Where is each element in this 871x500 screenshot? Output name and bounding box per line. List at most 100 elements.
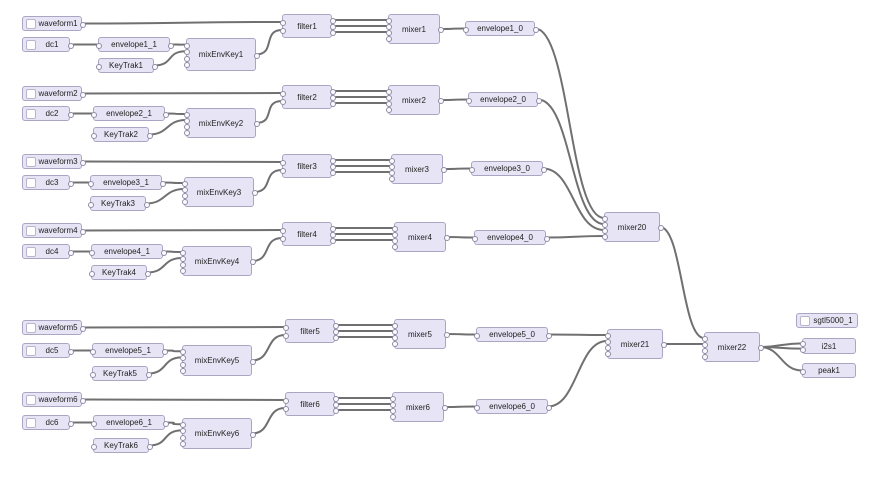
input-port[interactable]: [605, 345, 611, 351]
node-envelope3_0[interactable]: envelope3_0: [469, 161, 547, 176]
output-port[interactable]: [250, 431, 256, 438]
input-port[interactable]: [469, 166, 475, 173]
output-port[interactable]: [658, 225, 664, 231]
input-port[interactable]: [392, 232, 398, 238]
output-port[interactable]: [152, 63, 158, 70]
node-envelope6_1[interactable]: envelope6_1: [91, 415, 169, 430]
output-port[interactable]: [546, 404, 552, 411]
input-port[interactable]: [389, 176, 395, 182]
output-port[interactable]: [68, 420, 74, 427]
node-mixer4[interactable]: mixer4: [392, 222, 450, 252]
output-port[interactable]: [330, 232, 336, 238]
node-keytrak6[interactable]: KeyTrak6: [91, 438, 153, 453]
node-mixer20[interactable]: mixer20: [602, 212, 664, 242]
node-dc4[interactable]: dc4: [22, 244, 74, 259]
input-port[interactable]: [602, 234, 608, 240]
input-port[interactable]: [283, 333, 289, 339]
input-port[interactable]: [182, 187, 188, 193]
input-port[interactable]: [392, 226, 398, 232]
input-port[interactable]: [180, 422, 186, 429]
output-port[interactable]: [68, 180, 74, 187]
node-waveform1[interactable]: waveform1: [22, 16, 86, 31]
input-port[interactable]: [605, 339, 611, 345]
node-mixenvkey4[interactable]: mixEnvKey4: [180, 246, 256, 276]
input-port[interactable]: [283, 325, 289, 331]
input-port[interactable]: [88, 201, 94, 208]
input-port[interactable]: [182, 199, 188, 205]
input-port[interactable]: [180, 367, 186, 374]
output-port[interactable]: [330, 101, 336, 107]
output-port[interactable]: [160, 180, 166, 187]
node-mixer2[interactable]: mixer2: [386, 85, 444, 115]
output-port[interactable]: [333, 402, 339, 408]
input-port[interactable]: [180, 268, 186, 274]
output-port[interactable]: [80, 228, 86, 235]
input-port[interactable]: [96, 42, 102, 49]
node-keytrak3[interactable]: KeyTrak3: [88, 196, 150, 211]
input-port[interactable]: [180, 440, 186, 447]
output-port[interactable]: [441, 167, 447, 173]
output-port[interactable]: [80, 325, 86, 332]
input-port[interactable]: [386, 18, 392, 24]
input-port[interactable]: [392, 323, 398, 329]
output-port[interactable]: [80, 397, 86, 404]
output-port[interactable]: [145, 270, 151, 277]
input-port[interactable]: [392, 238, 398, 244]
input-port[interactable]: [602, 228, 608, 234]
node-dc3[interactable]: dc3: [22, 175, 74, 190]
input-port[interactable]: [602, 222, 608, 228]
input-port[interactable]: [180, 262, 186, 268]
node-dc6[interactable]: dc6: [22, 415, 74, 430]
node-filter5[interactable]: filter5: [283, 319, 339, 343]
node-envelope5_0[interactable]: envelope5_0: [474, 327, 552, 342]
output-port[interactable]: [147, 132, 153, 139]
node-filter4[interactable]: filter4: [280, 222, 336, 246]
input-port[interactable]: [184, 62, 190, 69]
input-port[interactable]: [392, 335, 398, 341]
input-port[interactable]: [474, 332, 480, 339]
output-port[interactable]: [80, 91, 86, 98]
node-mixer22[interactable]: mixer22: [702, 332, 764, 362]
node-waveform5[interactable]: waveform5: [22, 320, 86, 335]
input-port[interactable]: [702, 342, 708, 348]
input-port[interactable]: [91, 420, 97, 427]
input-port[interactable]: [390, 396, 396, 402]
output-port[interactable]: [146, 371, 152, 378]
input-port[interactable]: [389, 158, 395, 164]
node-envelope5_1[interactable]: envelope5_1: [90, 343, 168, 358]
output-port[interactable]: [330, 89, 336, 95]
output-port[interactable]: [546, 332, 552, 339]
input-port[interactable]: [91, 443, 97, 450]
output-port[interactable]: [254, 52, 260, 59]
input-port[interactable]: [283, 406, 289, 412]
node-waveform3[interactable]: waveform3: [22, 154, 86, 169]
input-port[interactable]: [386, 89, 392, 95]
output-port[interactable]: [333, 408, 339, 414]
node-peak1[interactable]: peak1: [800, 363, 856, 378]
input-port[interactable]: [386, 36, 392, 42]
output-port[interactable]: [330, 158, 336, 164]
node-envelope2_1[interactable]: envelope2_1: [91, 106, 169, 121]
input-port[interactable]: [182, 193, 188, 199]
output-port[interactable]: [536, 97, 542, 104]
node-envelope2_0[interactable]: envelope2_0: [466, 92, 542, 107]
node-envelope1_0[interactable]: envelope1_0: [463, 21, 539, 36]
node-mixenvkey1[interactable]: mixEnvKey1: [184, 38, 260, 71]
input-port[interactable]: [184, 112, 190, 118]
input-port[interactable]: [96, 63, 102, 70]
input-port[interactable]: [91, 111, 97, 118]
input-port[interactable]: [390, 414, 396, 420]
output-port[interactable]: [80, 21, 86, 28]
input-port[interactable]: [280, 20, 286, 26]
input-port[interactable]: [280, 99, 286, 105]
input-port[interactable]: [182, 181, 188, 187]
node-mixenvkey2[interactable]: mixEnvKey2: [184, 108, 260, 138]
node-keytrak5[interactable]: KeyTrak5: [90, 366, 152, 381]
output-port[interactable]: [333, 323, 339, 329]
node-waveform2[interactable]: waveform2: [22, 86, 86, 101]
node-keytrak4[interactable]: KeyTrak4: [89, 265, 151, 280]
input-port[interactable]: [474, 404, 480, 411]
input-port[interactable]: [702, 348, 708, 354]
node-filter6[interactable]: filter6: [283, 392, 339, 416]
output-port[interactable]: [68, 42, 74, 49]
